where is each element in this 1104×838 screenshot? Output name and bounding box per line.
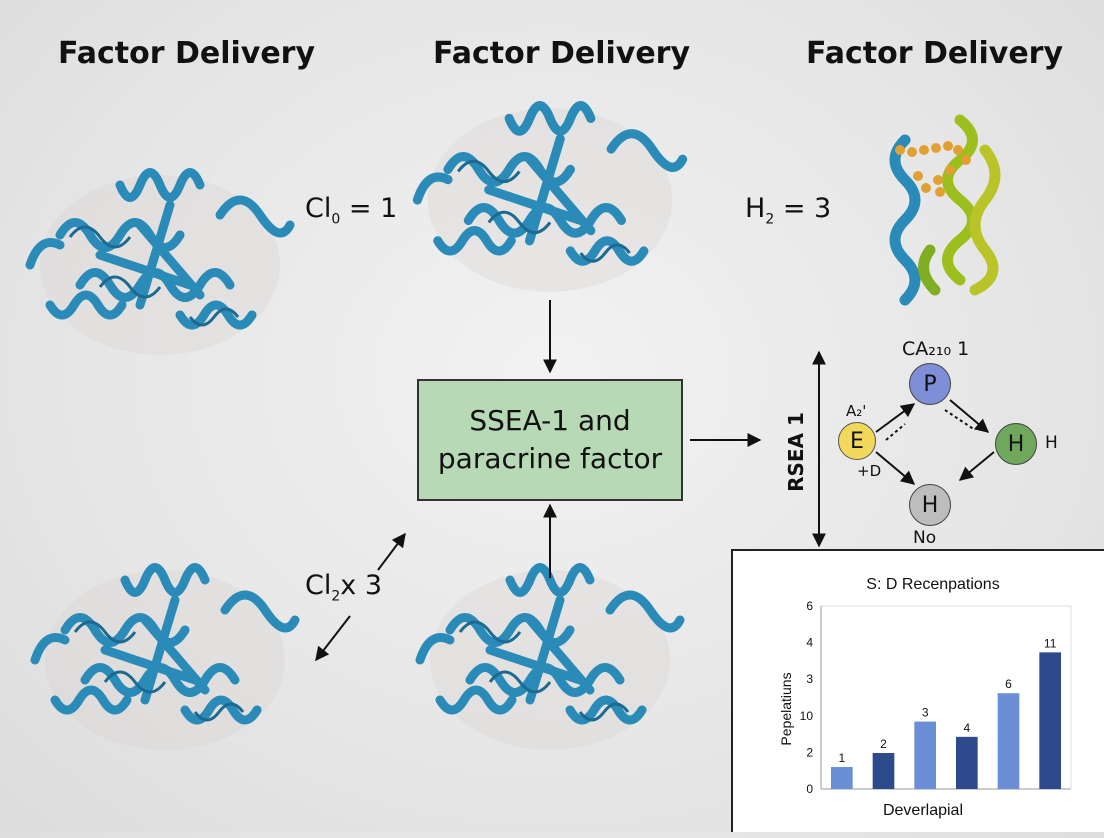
node-h-bottom-label: No <box>913 528 937 548</box>
arrow-diagonal-down <box>315 615 351 662</box>
node-p: P <box>909 363 951 405</box>
bar-data-label: 4 <box>963 721 970 735</box>
bar-data-label: 11 <box>1044 636 1057 650</box>
equation-cl2: Cl2x 3 <box>305 570 383 605</box>
y-tick-label: 3 <box>806 672 813 686</box>
equation-h2: H2 = 3 <box>745 193 832 228</box>
bar <box>872 753 895 789</box>
arrow-diagonal-up <box>377 532 406 571</box>
bar <box>1039 652 1061 789</box>
title-middle: Factor Delivery <box>433 36 691 71</box>
bar <box>997 693 1020 789</box>
protein-bottom-middle-icon <box>420 568 680 751</box>
bar-data-label: 3 <box>922 706 929 720</box>
edge-e-to-h-bottom <box>875 451 916 485</box>
chart-panel: S: D Recenpations Pepelatiuns Deverlapia… <box>731 549 1104 832</box>
node-e-label: A₂' <box>846 402 867 420</box>
equation-cl0: Cl0 = 1 <box>305 193 398 228</box>
title-right: Factor Delivery <box>806 36 1064 71</box>
node-h-bottom: H <box>909 484 951 526</box>
edge-h-to-h <box>958 451 995 481</box>
node-h-right: H <box>995 423 1037 465</box>
network-top-label: CA₂₁₀ 1 <box>902 338 970 360</box>
bar-chart: S: D Recenpations Pepelatiuns Deverlapia… <box>778 576 1072 819</box>
chart-title: S: D Recenpations <box>866 576 999 593</box>
center-box-line1: SSEA-1 and <box>469 404 631 438</box>
bar-data-label: 1 <box>838 751 845 765</box>
center-box-line2: paracrine factor <box>437 442 663 475</box>
y-tick-label: 6 <box>806 599 813 613</box>
bar-data-label: 6 <box>1005 677 1012 691</box>
protein-top-left-icon <box>30 173 290 356</box>
y-tick-label: 0 <box>806 782 813 796</box>
axis-label-rsea: RSEA 1 <box>784 412 808 492</box>
chart-ylabel: Pepelatiuns <box>778 672 794 745</box>
edge-p-to-h <box>949 399 990 433</box>
bar <box>956 736 978 789</box>
bar-data-label: 2 <box>880 737 887 751</box>
y-tick-label: 10 <box>800 709 814 723</box>
node-p-letter: P <box>923 371 937 397</box>
center-box: SSEA-1 and paracrine factor <box>417 379 683 501</box>
chart-xlabel: Deverlapial <box>883 802 963 819</box>
protein-top-middle-icon <box>417 106 682 292</box>
title-left: Factor Delivery <box>58 36 316 71</box>
node-e-sublabel: +D <box>857 462 882 480</box>
y-tick-label: 4 <box>806 636 813 650</box>
node-e-letter: E <box>850 428 864 454</box>
node-h-right-label: H <box>1045 433 1058 453</box>
y-tick-label: 2 <box>806 745 813 759</box>
protein-top-right-icon <box>889 114 1001 306</box>
bar <box>831 767 853 789</box>
node-e: E <box>838 422 876 460</box>
bar <box>914 721 936 789</box>
edge-e-to-p <box>875 403 916 433</box>
protein-bottom-left-icon <box>35 568 295 751</box>
node-h-right-letter: H <box>1007 431 1025 457</box>
node-h-bottom-letter: H <box>921 492 939 518</box>
